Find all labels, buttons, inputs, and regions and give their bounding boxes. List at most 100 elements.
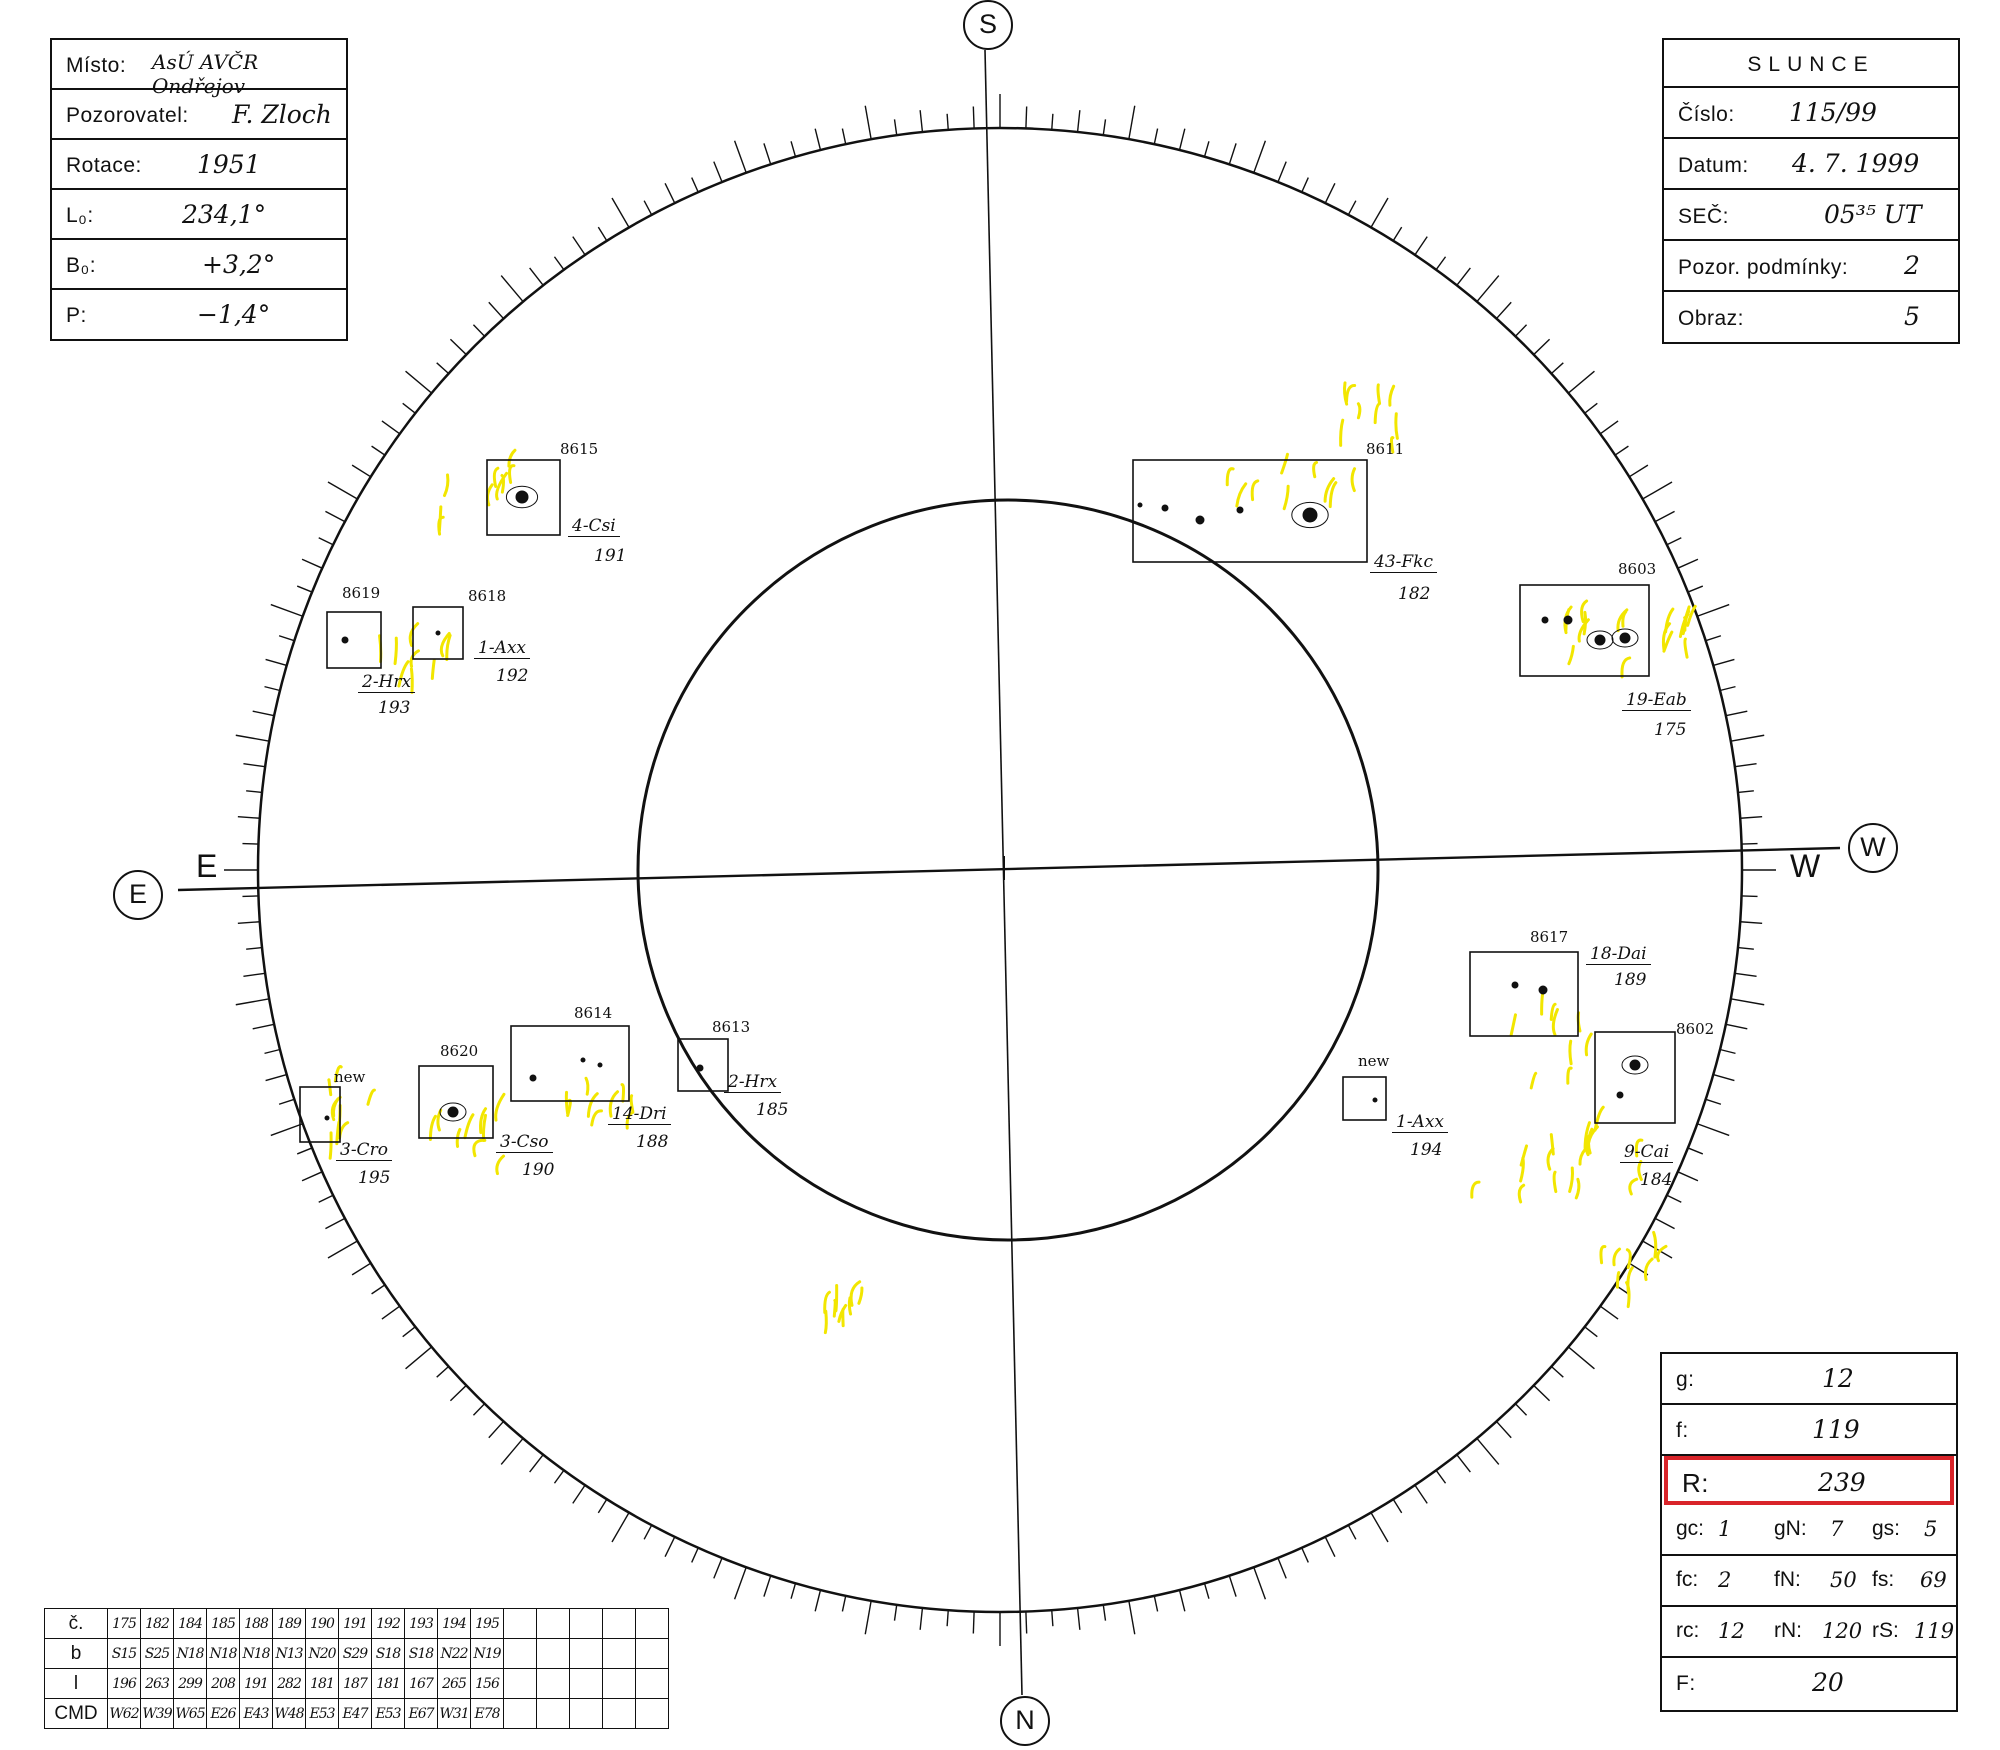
table-cell: W31	[437, 1698, 471, 1729]
gc-label: gc:	[1676, 1517, 1705, 1540]
sunspot	[1161, 504, 1169, 512]
group-box-8618	[412, 606, 464, 660]
degree-tick	[325, 1217, 346, 1230]
degree-tick	[1567, 370, 1595, 394]
place-value: AsÚ AVČR Ondřejov	[152, 50, 259, 98]
g-label: g:	[1676, 1368, 1695, 1391]
facula-mark	[507, 448, 517, 468]
facula-mark	[1587, 1127, 1594, 1155]
degree-tick	[1456, 267, 1471, 286]
facula-mark	[1574, 1177, 1581, 1200]
rs-value: 119	[1914, 1619, 1955, 1643]
east-marker: E	[113, 870, 163, 920]
table-cell: S18	[371, 1638, 405, 1669]
degree-tick	[242, 842, 259, 845]
facula-mark	[1620, 656, 1632, 679]
table-cell	[503, 1638, 537, 1669]
gc-value: 1	[1718, 1517, 1732, 1541]
g-row: g: 12	[1662, 1354, 1956, 1405]
west-label: W	[1860, 832, 1886, 862]
table-cell: 184	[173, 1608, 207, 1639]
degree-tick	[296, 585, 313, 593]
spots-row: fc:2 fN:50 fs:69	[1662, 1556, 1956, 1607]
table-cell: 196	[107, 1668, 141, 1699]
slunce-title-row: SLUNCE	[1664, 40, 1958, 88]
degree-tick	[1253, 140, 1267, 173]
facula-mark	[1615, 1271, 1621, 1289]
table-cell	[536, 1608, 570, 1639]
sunspot	[447, 1106, 459, 1118]
degree-tick	[1734, 972, 1757, 978]
table-cell	[569, 1638, 603, 1669]
g-value: 12	[1822, 1364, 1854, 1393]
degree-tick	[1076, 1607, 1081, 1630]
degree-tick	[405, 370, 433, 394]
degree-tick	[270, 1123, 303, 1137]
degree-tick	[1347, 200, 1357, 216]
table-cell	[602, 1638, 636, 1669]
degree-tick	[1550, 362, 1564, 375]
solar-disk-limb	[256, 126, 1744, 1614]
degree-tick	[237, 816, 260, 819]
number-row: Číslo:115/99	[1664, 88, 1958, 139]
fn-value: 50	[1830, 1568, 1857, 1592]
group-number: new	[1358, 1052, 1390, 1070]
table-cell: 282	[272, 1668, 306, 1699]
degree-tick	[237, 921, 260, 924]
degree-tick	[500, 275, 524, 303]
group-number: 8602	[1676, 1020, 1715, 1038]
facula-mark	[1280, 452, 1289, 475]
sunspot	[1195, 515, 1205, 525]
table-cell: 263	[140, 1668, 174, 1699]
sunspot	[1302, 507, 1318, 523]
degree-tick	[296, 1147, 313, 1155]
table-cell	[536, 1638, 570, 1669]
group-box-new-west	[1342, 1076, 1387, 1121]
table-cell: N18	[239, 1638, 273, 1669]
table-cell: N19	[470, 1638, 504, 1669]
table-cell-value: 167	[409, 1675, 434, 1692]
degree-tick	[371, 1284, 386, 1295]
l0-label: L₀:	[66, 204, 94, 227]
degree-tick	[1725, 710, 1748, 717]
table-cell	[602, 1668, 636, 1699]
facula-mark	[430, 658, 436, 680]
degree-tick	[301, 1171, 323, 1182]
place-row: Místo:AsÚ AVČR Ondřejov	[52, 40, 346, 98]
table-cell: N18	[173, 1638, 207, 1669]
degree-tick	[713, 1557, 723, 1579]
degree-tick	[790, 1583, 797, 1599]
degree-tick	[1324, 1536, 1336, 1557]
degree-tick	[1435, 1469, 1447, 1484]
facula-mark	[1584, 1032, 1593, 1057]
sunspot	[1511, 981, 1519, 989]
table-cell	[569, 1608, 603, 1639]
degree-tick	[1392, 1498, 1403, 1514]
facula-mark	[366, 1088, 376, 1106]
degree-tick	[472, 1403, 486, 1416]
degree-tick	[1203, 1583, 1210, 1599]
date-value: 4. 7. 1999	[1792, 149, 1920, 178]
table-cell-value: W39	[142, 1705, 172, 1722]
degree-tick	[1584, 402, 1598, 414]
table-cell: 191	[338, 1608, 372, 1639]
table-cell-value: 175	[112, 1615, 137, 1632]
facula-mark	[1656, 1244, 1668, 1263]
facula-mark	[409, 667, 414, 694]
degree-tick	[1567, 1346, 1595, 1370]
degree-tick	[1414, 1484, 1428, 1504]
group-number: 8611	[1366, 440, 1405, 458]
south-marker: S	[963, 0, 1013, 50]
facula-mark	[1664, 607, 1675, 634]
table-cell: S15	[107, 1638, 141, 1669]
degree-tick	[946, 113, 949, 130]
slunce-title: SLUNCE	[1747, 53, 1875, 76]
table-cell: S25	[140, 1638, 174, 1669]
degree-tick	[1414, 236, 1428, 256]
degree-tick	[691, 177, 699, 193]
f-label: f:	[1676, 1419, 1689, 1442]
degree-tick	[1533, 338, 1551, 356]
p-row: P:−1,4°	[52, 290, 346, 340]
facula-mark	[492, 466, 500, 488]
